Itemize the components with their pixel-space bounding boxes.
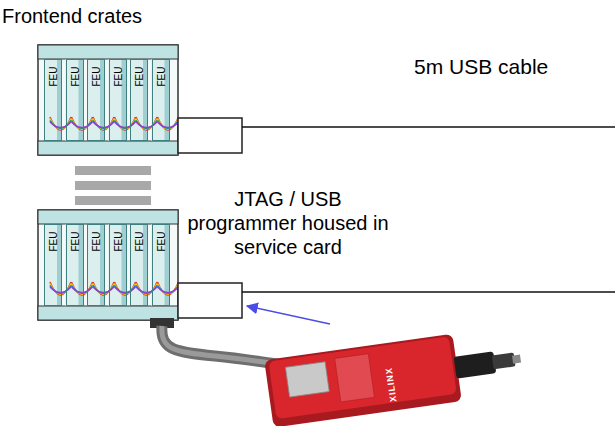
card-label: FEU bbox=[112, 231, 123, 251]
feu-card: FEU bbox=[130, 224, 148, 306]
card-label: FEU bbox=[155, 231, 166, 251]
feu-card: FEU bbox=[109, 224, 127, 306]
heading-label: Frontend crates bbox=[2, 4, 222, 28]
ribbon-cable bbox=[150, 318, 278, 364]
card-label: FEU bbox=[48, 66, 59, 86]
service-card bbox=[178, 118, 242, 153]
programmer-device bbox=[264, 325, 525, 426]
feu-card: FEU bbox=[44, 59, 62, 141]
card-label: FEU bbox=[69, 231, 80, 251]
card-label: FEU bbox=[91, 231, 102, 251]
card-label: FEU bbox=[48, 231, 59, 251]
feu-card: FEU bbox=[66, 59, 84, 141]
feu-card: FEU bbox=[44, 224, 62, 306]
feu-card: FEU bbox=[152, 224, 170, 306]
feu-card: FEU bbox=[109, 59, 127, 141]
usb-cable bbox=[242, 126, 615, 128]
frontend-crates bbox=[38, 45, 615, 320]
callout-label: JTAG / USB programmer housed in service … bbox=[183, 187, 393, 259]
usb-cable bbox=[242, 291, 615, 293]
feu-card: FEU bbox=[87, 59, 105, 141]
feu-card: FEU bbox=[130, 59, 148, 141]
card-label: FEU bbox=[91, 66, 102, 86]
card-label: FEU bbox=[112, 66, 123, 86]
pointer-arrow bbox=[247, 306, 330, 324]
feu-card: FEU bbox=[66, 224, 84, 306]
feu-card: FEU bbox=[87, 224, 105, 306]
feu-card: FEU bbox=[152, 59, 170, 141]
card-label: FEU bbox=[69, 66, 80, 86]
card-label: FEU bbox=[134, 231, 145, 251]
card-label: FEU bbox=[155, 66, 166, 86]
card-label: FEU bbox=[134, 66, 145, 86]
crate bbox=[38, 45, 615, 155]
crate-gap-bars bbox=[75, 166, 151, 205]
service-card bbox=[178, 283, 242, 318]
cable-label: 5m USB cable bbox=[414, 54, 609, 79]
